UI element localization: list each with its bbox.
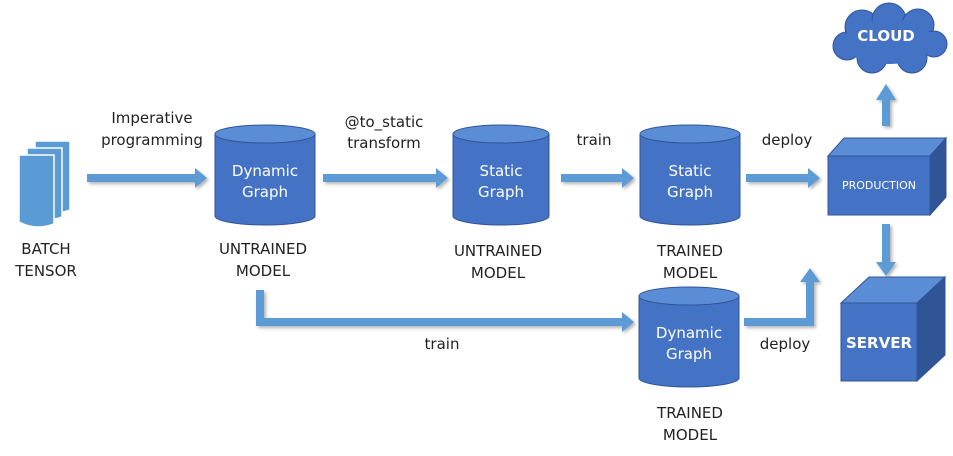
node-static-untrained-cap1: UNTRAINED [454, 242, 542, 260]
edge-to-static-line1: @to_static [345, 113, 424, 132]
doc-page-front [18, 154, 55, 228]
cylinder-top [452, 124, 550, 144]
node-static-trained-cap2: MODEL [663, 264, 718, 282]
node-dyn-untrained-line1: Dynamic [232, 162, 298, 180]
edge-train-top: train [577, 131, 612, 149]
node-dyn-untrained-cap2: MODEL [236, 262, 291, 280]
node-static-untrained-cap2: MODEL [471, 264, 526, 282]
node-static-untrained-line2: Graph [478, 183, 524, 201]
cylinder-top [639, 124, 741, 144]
edge-imperative-line2: programming [101, 131, 203, 149]
input-label-line2: TENSOR [14, 262, 77, 280]
node-static-trained-line1: Static [669, 162, 712, 180]
cube-icon [827, 155, 931, 216]
edge-deploy-bottom: deploy [760, 335, 811, 353]
cloud-icon: CLOUD [832, 2, 948, 74]
node-dyn-untrained-cap1: UNTRAINED [219, 240, 307, 258]
node-static-trained-line2: Graph [667, 183, 713, 201]
arrow-to-cloud [876, 84, 896, 126]
node-static-trained-cap1: TRAINED [656, 242, 723, 260]
node-static-untrained: Static Graph [452, 124, 550, 226]
cylinder-icon [452, 133, 550, 226]
cylinder-icon [639, 133, 741, 226]
edge-to-static-line2: transform [347, 134, 421, 152]
cloud-label: CLOUD [857, 27, 914, 45]
arrow-deploy-bottom [744, 268, 820, 326]
cylinder-icon [638, 295, 740, 388]
arrow-imperative [87, 168, 207, 188]
arrow-to-static [323, 168, 448, 188]
node-dyn-untrained: Dynamic Graph [214, 124, 316, 226]
node-dyn-untrained-line2: Graph [242, 183, 288, 201]
arrow-to-server [876, 224, 896, 276]
server-box: SERVER [839, 275, 947, 383]
node-dyn-trained-cap2: MODEL [663, 426, 718, 444]
cylinder-top [214, 124, 316, 144]
node-static-trained: Static Graph [639, 124, 741, 226]
arrow-train-top [561, 168, 634, 188]
edge-deploy-top: deploy [762, 131, 813, 149]
production-top [826, 137, 948, 157]
node-dyn-trained: Dynamic Graph [638, 286, 740, 388]
cloud-body [842, 20, 934, 64]
production-label: PRODUCTION [842, 179, 916, 192]
edge-imperative-line1: Imperative [111, 109, 192, 127]
production-box: PRODUCTION [826, 136, 948, 217]
document-stack-icon [18, 140, 71, 228]
node-static-untrained-line1: Static [480, 162, 523, 180]
arrow-deploy-top [746, 168, 820, 188]
node-dyn-trained-line2: Graph [666, 345, 712, 363]
cube-icon [840, 302, 918, 382]
cylinder-icon [214, 133, 316, 226]
cylinder-top [638, 286, 740, 306]
server-label: SERVER [846, 334, 912, 352]
input-label-line1: BATCH [21, 240, 70, 258]
edge-train-bottom: train [425, 335, 460, 353]
node-dyn-trained-line1: Dynamic [656, 324, 722, 342]
node-dyn-trained-cap1: TRAINED [656, 404, 723, 422]
arrow-train-bottom [256, 290, 634, 332]
